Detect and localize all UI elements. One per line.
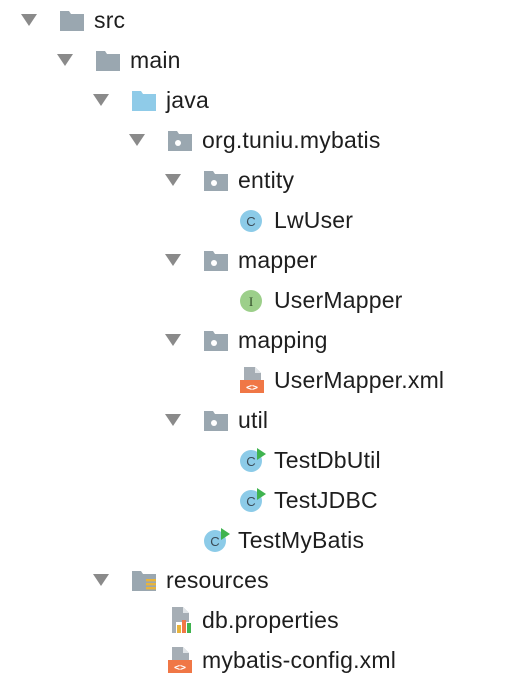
tree-node-label: mapping xyxy=(238,327,328,353)
tree-node-lwuser[interactable]: C LwUser xyxy=(238,200,353,240)
tree-node-src[interactable]: src xyxy=(21,0,126,40)
package-icon xyxy=(202,406,230,434)
expand-arrow-icon[interactable] xyxy=(164,333,182,347)
tree-node-label: java xyxy=(166,87,209,113)
runnable-class-icon: C xyxy=(238,486,266,514)
xml-file-icon: <> xyxy=(166,646,194,674)
tree-node-testdbutil[interactable]: C TestDbUtil xyxy=(238,440,381,480)
package-icon xyxy=(166,126,194,154)
expand-arrow-icon[interactable] xyxy=(164,173,182,187)
tree-node-label: util xyxy=(238,407,269,433)
expand-arrow-icon[interactable] xyxy=(164,413,182,427)
folder-icon xyxy=(58,6,86,34)
tree-node-label: resources xyxy=(166,567,269,593)
expand-arrow-icon[interactable] xyxy=(20,13,38,27)
expand-arrow-icon[interactable] xyxy=(56,53,74,67)
package-icon xyxy=(202,326,230,354)
tree-node-label: mapper xyxy=(238,247,318,273)
expand-arrow-icon[interactable] xyxy=(164,253,182,267)
tree-node-label: main xyxy=(130,47,181,73)
tree-node-entity[interactable]: entity xyxy=(165,160,295,200)
runnable-class-icon: C xyxy=(202,526,230,554)
tree-node-java[interactable]: java xyxy=(93,80,209,120)
tree-node-org-tuniu-mybatis[interactable]: org.tuniu.mybatis xyxy=(129,120,381,160)
tree-node-util[interactable]: util xyxy=(165,400,269,440)
runnable-class-icon: C xyxy=(238,446,266,474)
tree-node-resources[interactable]: resources xyxy=(93,560,269,600)
svg-text:C: C xyxy=(246,454,255,469)
tree-node-main[interactable]: main xyxy=(57,40,181,80)
tree-node-label: TestJDBC xyxy=(274,487,378,513)
resources-folder-icon xyxy=(130,566,158,594)
expand-arrow-icon[interactable] xyxy=(128,133,146,147)
expand-arrow-icon[interactable] xyxy=(92,573,110,587)
tree-node-label: TestDbUtil xyxy=(274,447,381,473)
java-class-icon: C xyxy=(238,206,266,234)
expand-arrow-icon[interactable] xyxy=(92,93,110,107)
source-folder-icon xyxy=(130,86,158,114)
tree-node-label: mybatis-config.xml xyxy=(202,647,397,673)
tree-node-mapping[interactable]: mapping xyxy=(165,320,328,360)
xml-file-icon: <> xyxy=(238,366,266,394)
svg-text:C: C xyxy=(246,494,255,509)
tree-node-usermapper-xml[interactable]: <> UserMapper.xml xyxy=(238,360,444,400)
tree-node-label: src xyxy=(94,7,126,33)
package-icon xyxy=(202,246,230,274)
tree-node-label: LwUser xyxy=(274,207,354,233)
tree-node-label: entity xyxy=(238,167,295,193)
tree-node-label: db.properties xyxy=(202,607,339,633)
tree-node-testmybatis[interactable]: C TestMyBatis xyxy=(202,520,364,560)
tree-node-usermapper[interactable]: I UserMapper xyxy=(238,280,403,320)
tree-node-label: TestMyBatis xyxy=(238,527,365,553)
tree-node-mapper[interactable]: mapper xyxy=(165,240,318,280)
svg-text:C: C xyxy=(246,214,255,229)
package-icon xyxy=(202,166,230,194)
tree-node-label: UserMapper xyxy=(274,287,403,313)
tree-node-db-properties[interactable]: db.properties xyxy=(166,600,339,640)
svg-text:I: I xyxy=(249,294,253,309)
tree-node-mybatis-config-xml[interactable]: <> mybatis-config.xml xyxy=(166,640,396,680)
svg-text:C: C xyxy=(210,534,219,549)
folder-icon xyxy=(94,46,122,74)
tree-node-label: UserMapper.xml xyxy=(274,367,445,393)
properties-file-icon xyxy=(166,606,194,634)
java-interface-icon: I xyxy=(238,286,266,314)
tree-node-label: org.tuniu.mybatis xyxy=(202,127,381,153)
svg-text:<>: <> xyxy=(174,663,186,674)
svg-text:<>: <> xyxy=(246,383,258,394)
tree-node-testjdbc[interactable]: C TestJDBC xyxy=(238,480,378,520)
